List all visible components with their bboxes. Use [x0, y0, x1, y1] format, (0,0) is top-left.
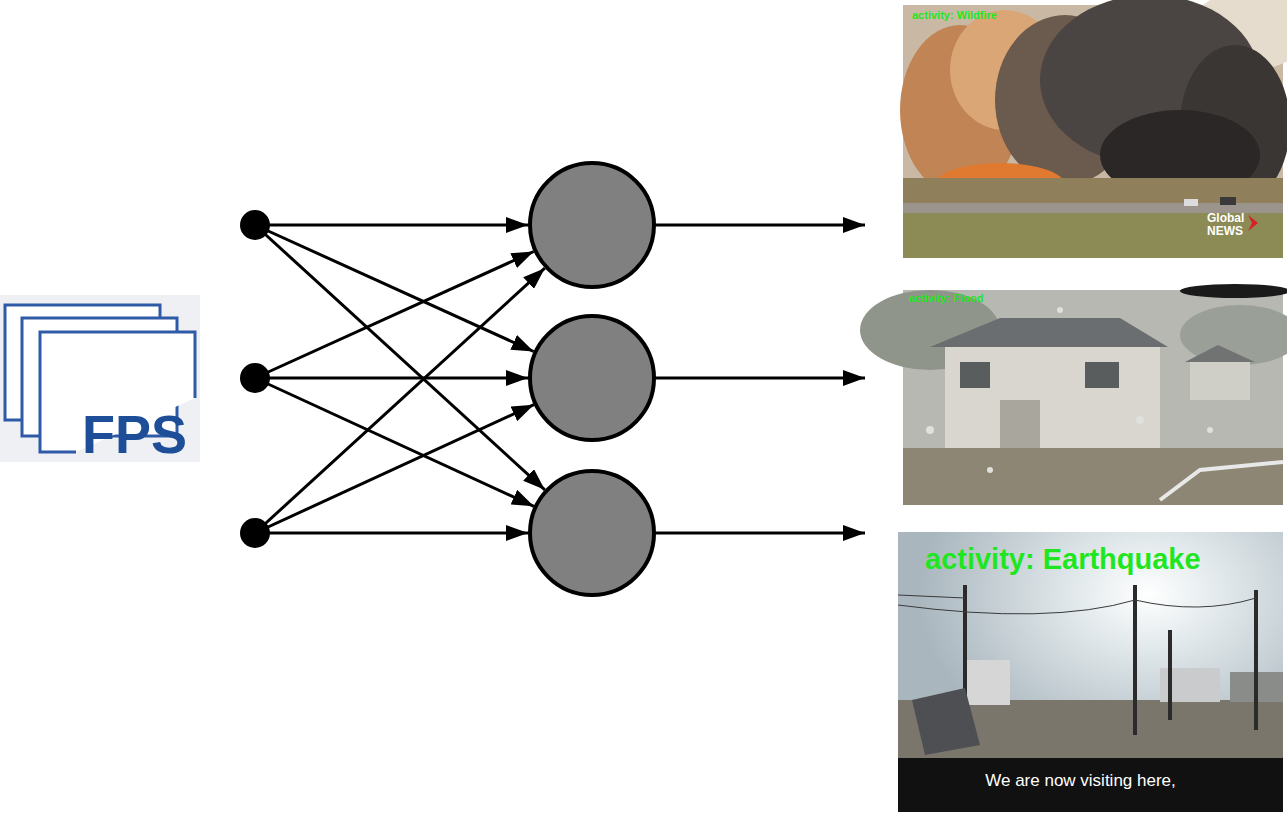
- earthquake-frame: activity: Earthquake We are now visiting …: [898, 532, 1283, 812]
- neuron-circle: [530, 163, 654, 287]
- neuron-circle: [530, 471, 654, 595]
- earthquake-photo: [898, 532, 1283, 812]
- earthquake-photo: [965, 585, 1256, 745]
- network-connection: [654, 224, 865, 227]
- flood-photo: [1160, 462, 1283, 500]
- flood-photo: [1136, 416, 1144, 424]
- wildfire-photo: [903, 178, 1283, 204]
- wildfire-photo: [1184, 199, 1198, 206]
- wildfire-photo: [1220, 197, 1236, 205]
- earthquake-photo: [898, 595, 1256, 614]
- wildfire-frame: activity: WildfireGlobal NEWS: [903, 5, 1283, 258]
- frames-icon: [0, 295, 200, 462]
- frames-icon-box: FPS: [0, 295, 200, 462]
- network-connection: [255, 378, 534, 506]
- earthquake-photo: [898, 595, 965, 598]
- logo-text: Global NEWS: [1207, 212, 1244, 238]
- input-dot: [240, 210, 270, 548]
- flood-photo: [1180, 284, 1287, 298]
- flood-frame: activity: Flood: [903, 290, 1283, 505]
- flood-photo: [1185, 345, 1255, 362]
- network-connection: [255, 377, 528, 380]
- flood-photo: [1207, 427, 1213, 433]
- network-connection: [654, 532, 865, 535]
- activity-label: activity: Flood: [909, 293, 984, 304]
- network-connection: [654, 377, 865, 380]
- wildfire-photo: [903, 213, 1283, 258]
- flood-photo: [1057, 307, 1063, 313]
- earthquake-photo: [898, 758, 1283, 812]
- network-connection: [255, 405, 534, 533]
- flood-photo: [1000, 400, 1040, 450]
- earthquake-photo: [898, 532, 1283, 812]
- earthquake-photo: [965, 660, 1010, 705]
- network-connection: [255, 225, 534, 352]
- input-dot: [240, 210, 270, 240]
- network-connection: [255, 224, 528, 227]
- flood-photo: [903, 448, 1283, 505]
- earthquake-photo: [1254, 590, 1258, 730]
- flood-photo: [1190, 360, 1250, 400]
- network-connection: [255, 225, 545, 490]
- activity-label: activity: Earthquake: [925, 545, 1201, 574]
- input-dot: [240, 518, 270, 548]
- wildfire-photo: [1248, 215, 1258, 231]
- earthquake-photo: [898, 600, 1135, 614]
- network-connection: [255, 532, 528, 535]
- earthquake-photo: [1133, 585, 1137, 735]
- flood-photo: [945, 345, 1160, 455]
- flood-photo: [1180, 305, 1287, 365]
- flood-photo: [987, 467, 993, 473]
- earthquake-photo: [1135, 598, 1256, 607]
- flood-photo: [926, 426, 934, 434]
- frames-icon: [0, 295, 200, 462]
- neuron-circle: [530, 163, 654, 595]
- earthquake-photo: [1168, 630, 1172, 720]
- flood-photo: [860, 284, 1287, 505]
- flood-photo: [930, 318, 1168, 347]
- earthquake-photo: [912, 688, 980, 755]
- flood-photo: [1085, 362, 1119, 388]
- subtitle-text: We are now visiting here,: [985, 772, 1176, 789]
- activity-label: activity: Wildfire: [912, 10, 997, 21]
- neuron-circle: [530, 316, 654, 440]
- fps-label: FPS: [82, 407, 187, 461]
- wildfire-photo: [900, 0, 1287, 258]
- flood-photo: [960, 362, 990, 388]
- input-dot: [240, 363, 270, 393]
- network-connection: [255, 268, 545, 533]
